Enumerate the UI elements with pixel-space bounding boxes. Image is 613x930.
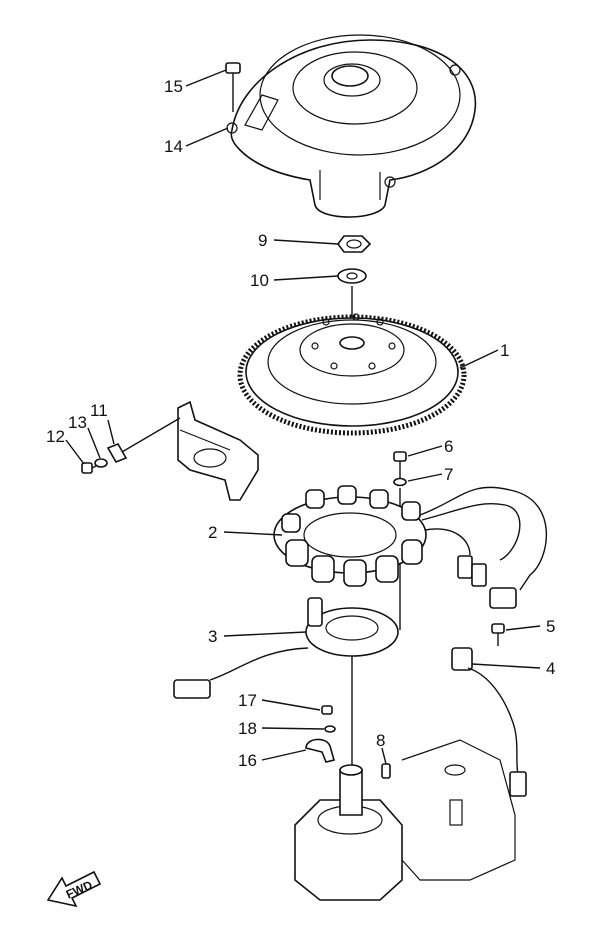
- pulser-coil: [173, 597, 399, 699]
- part-label-6: 6: [444, 437, 453, 456]
- bracket-screw: [81, 462, 97, 474]
- part-label-16: 16: [238, 751, 257, 770]
- part-label-11: 11: [90, 401, 108, 420]
- flywheel: [237, 313, 467, 436]
- flywheel-cover: [226, 34, 477, 218]
- mounting-bracket: [177, 400, 259, 501]
- harness-screw: [491, 623, 505, 646]
- fwd-text: FWD: [64, 878, 95, 902]
- harness-connector: [451, 647, 527, 797]
- part-label-9: 9: [258, 231, 267, 250]
- part-label-18: 18: [238, 719, 257, 738]
- stator-wiring: [419, 486, 547, 609]
- cover-bolt: [225, 62, 241, 112]
- wire-clamp: [305, 738, 335, 763]
- fwd-arrow: FWD: [46, 870, 102, 908]
- part-label-8: 8: [376, 731, 385, 750]
- powerhead-base: [294, 739, 516, 901]
- part-label-13: 13: [68, 413, 87, 432]
- part-label-7: 7: [444, 465, 453, 484]
- part-label-1: 1: [500, 341, 509, 360]
- flywheel-washer: [337, 268, 367, 284]
- leader-lines: [65, 69, 541, 765]
- part-label-4: 4: [546, 659, 555, 678]
- part-label-2: 2: [208, 523, 217, 542]
- part-label-15: 15: [164, 77, 183, 96]
- grommet: [381, 763, 391, 779]
- stator-washer: [393, 477, 407, 487]
- part-label-12: 12: [46, 427, 65, 446]
- part-label-10: 10: [250, 271, 269, 290]
- part-label-17: 17: [238, 691, 257, 710]
- part-label-5: 5: [546, 617, 555, 636]
- stator-assembly: [273, 485, 427, 587]
- flywheel-nut: [337, 235, 372, 253]
- bracket-clip: [106, 417, 181, 464]
- bracket-washer: [94, 458, 108, 468]
- part-label-3: 3: [208, 627, 217, 646]
- clamp-washer: [324, 725, 336, 733]
- stator-screw: [393, 451, 407, 480]
- part-label-14: 14: [164, 137, 183, 156]
- clamp-screw: [321, 705, 333, 715]
